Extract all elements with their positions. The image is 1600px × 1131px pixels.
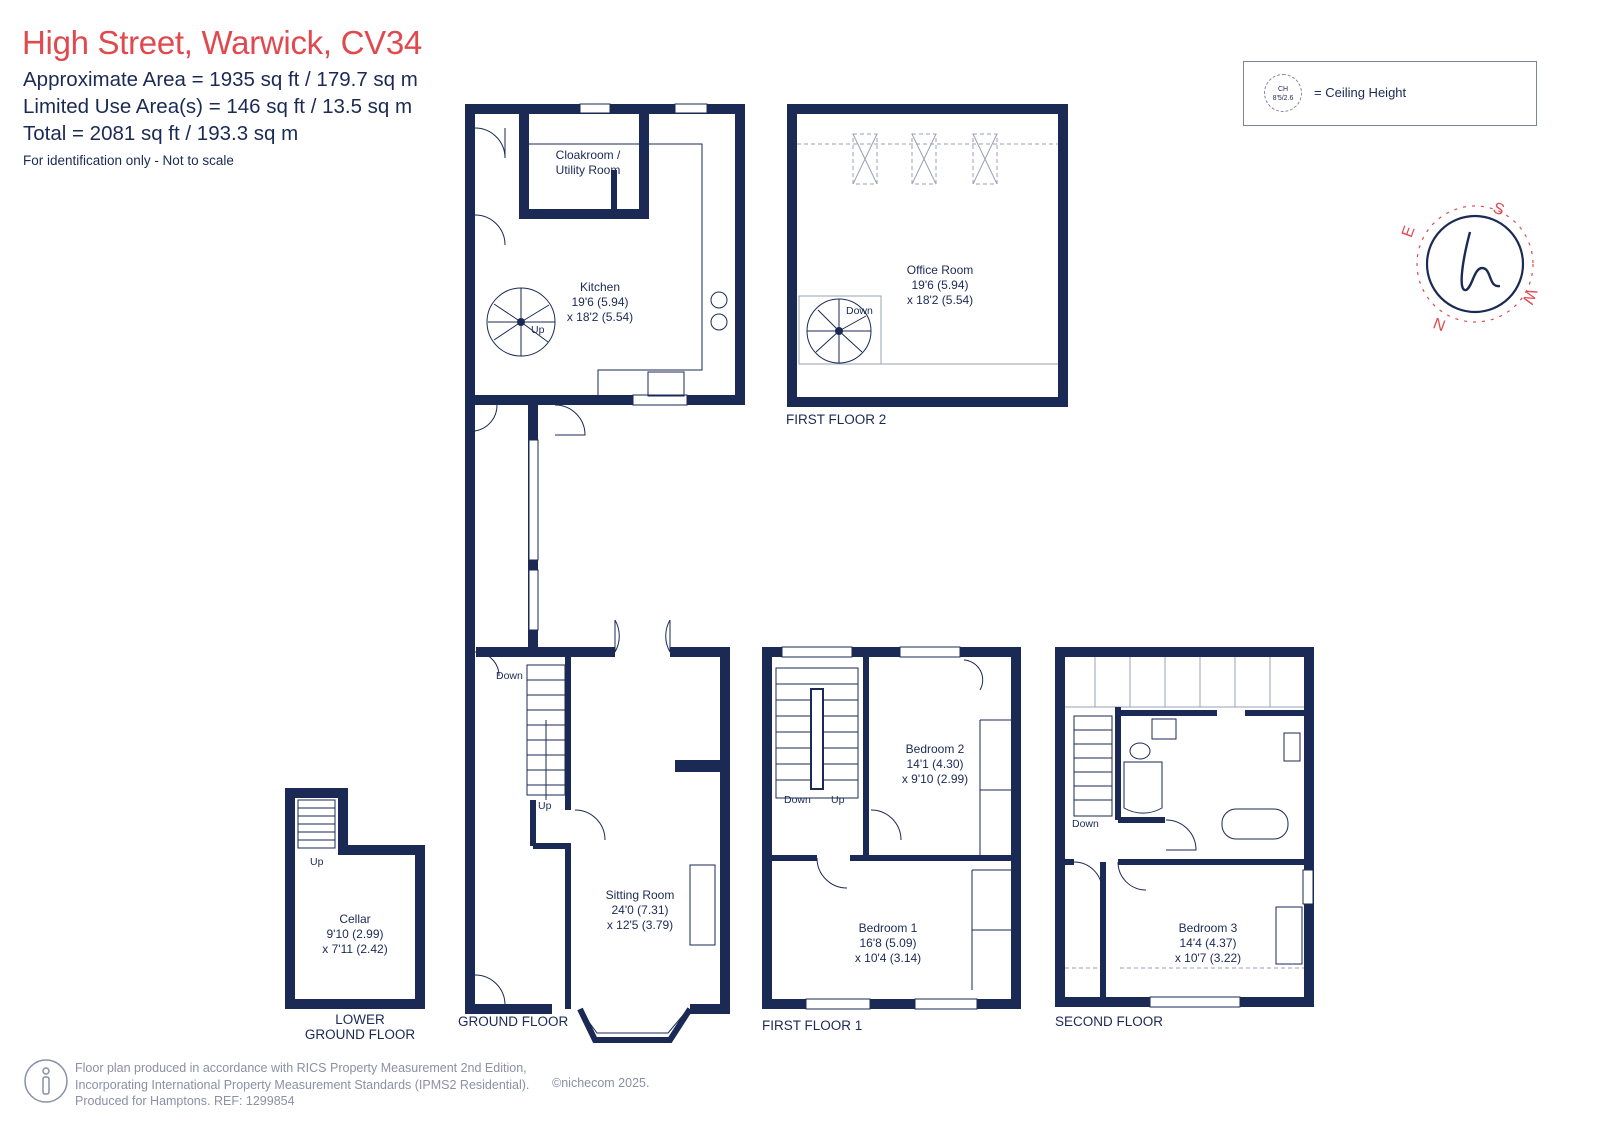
room-bedroom-2: Bedroom 2 14'1 (4.30) x 9'10 (2.99) [880,742,990,787]
room-bedroom-3: Bedroom 3 14'4 (4.37) x 10'7 (3.22) [1153,921,1263,966]
footer-line-2: Incorporating International Property Mea… [75,1077,530,1092]
bedroom-1-name: Bedroom 1 [858,921,918,935]
floor-label-ground: GROUND FLOOR [458,1014,569,1029]
bedroom-1-dim-2: x 10'4 (3.14) [854,951,922,965]
floor-label-second: SECOND FLOOR [1055,1014,1164,1029]
badge-label: CH [1277,86,1289,93]
footer-line-3: Produced for Hamptons. REF: 1299854 [75,1094,295,1108]
bedroom-2-dim-1: 14'1 (4.30) [906,757,964,771]
sitting-name: Sitting Room [605,888,675,902]
room-bedroom-1: Bedroom 1 16'8 (5.09) x 10'4 (3.14) [833,921,943,966]
cloakroom-name-1: Cloakroom / [555,148,621,162]
kitchen-name: Kitchen [579,280,621,294]
lower-ground-line-2: GROUND FLOOR [304,1027,416,1042]
info-icon [24,1059,68,1103]
ceiling-height-legend: CH 8'5/2.6 = Ceiling Height [1243,61,1537,126]
bedroom-2-dim-2: x 9'10 (2.99) [901,772,969,786]
office-dim-2: x 18'2 (5.54) [906,293,974,307]
bedroom-3-dim-1: 14'4 (4.37) [1179,936,1237,950]
ground-stair-up: Up [538,800,552,812]
room-kitchen: Kitchen 19'6 (5.94) x 18'2 (5.54) [540,280,660,325]
footer-copyright: ©nichecom 2025. [552,1076,650,1090]
office-name: Office Room [906,263,974,277]
office-stair-down: Down [846,305,873,317]
room-cellar: Cellar 9'10 (2.99) x 7'11 (2.42) [310,912,400,957]
room-office: Office Room 19'6 (5.94) x 18'2 (5.54) [880,263,1000,308]
cellar-dim-1: 9'10 (2.99) [326,927,384,941]
floor-label-first-1: FIRST FLOOR 1 [762,1018,863,1033]
kitchen-stair-up: Up [531,324,545,336]
ground-stair-down: Down [496,670,523,682]
bedroom-1-dim-1: 16'8 (5.09) [859,936,917,950]
approximate-area: Approximate Area = 1935 sq ft / 179.7 sq… [23,68,418,91]
bedroom-3-dim-2: x 10'7 (3.22) [1174,951,1242,965]
cloakroom-name-2: Utility Room [555,163,621,177]
first-floor-1-plan [762,646,1021,1010]
compass-icon [1416,205,1534,323]
first-stair-down: Down [784,794,811,806]
cellar-dim-2: x 7'11 (2.42) [322,942,388,956]
sitting-dim-2: x 12'5 (3.79) [606,918,674,932]
bedroom-3-name: Bedroom 3 [1178,921,1238,935]
footer-line-1: Floor plan produced in accordance with R… [75,1061,527,1075]
badge-value: 8'5/2.6 [1272,95,1294,102]
lower-ground-floor-plan [285,788,425,1009]
room-sitting: Sitting Room 24'0 (7.31) x 12'5 (3.79) [580,888,700,933]
bedroom-2-name: Bedroom 2 [905,742,965,756]
second-floor-plan [1055,647,1314,1008]
sitting-dim-1: 24'0 (7.31) [611,903,669,917]
cellar-name: Cellar [339,912,371,926]
kitchen-dim-1: 19'6 (5.94) [571,295,629,309]
first-stair-up: Up [831,794,845,806]
ceiling-height-badge: CH 8'5/2.6 [1264,74,1302,112]
page-title: High Street, Warwick, CV34 [22,24,422,61]
lower-ground-line-1: LOWER [335,1012,385,1027]
room-cloakroom: Cloakroom / Utility Room [528,148,648,178]
limited-use-area: Limited Use Area(s) = 146 sq ft / 13.5 s… [23,95,413,118]
office-dim-1: 19'6 (5.94) [911,278,969,292]
floor-label-lower-ground: LOWER GROUND FLOOR [285,1012,435,1042]
total-area: Total = 2081 sq ft / 193.3 sq m [23,122,299,145]
floor-label-first-2: FIRST FLOOR 2 [786,412,887,427]
identification-note: For identification only - Not to scale [23,153,234,168]
cellar-stair-up: Up [310,856,324,868]
second-stair-down: Down [1072,818,1099,830]
footer-disclaimer: Floor plan produced in accordance with R… [75,1060,529,1110]
legend-text: = Ceiling Height [1314,85,1407,100]
ground-floor-plan [465,103,745,1043]
kitchen-dim-2: x 18'2 (5.54) [566,310,634,324]
first-floor-2-plan [787,104,1068,407]
